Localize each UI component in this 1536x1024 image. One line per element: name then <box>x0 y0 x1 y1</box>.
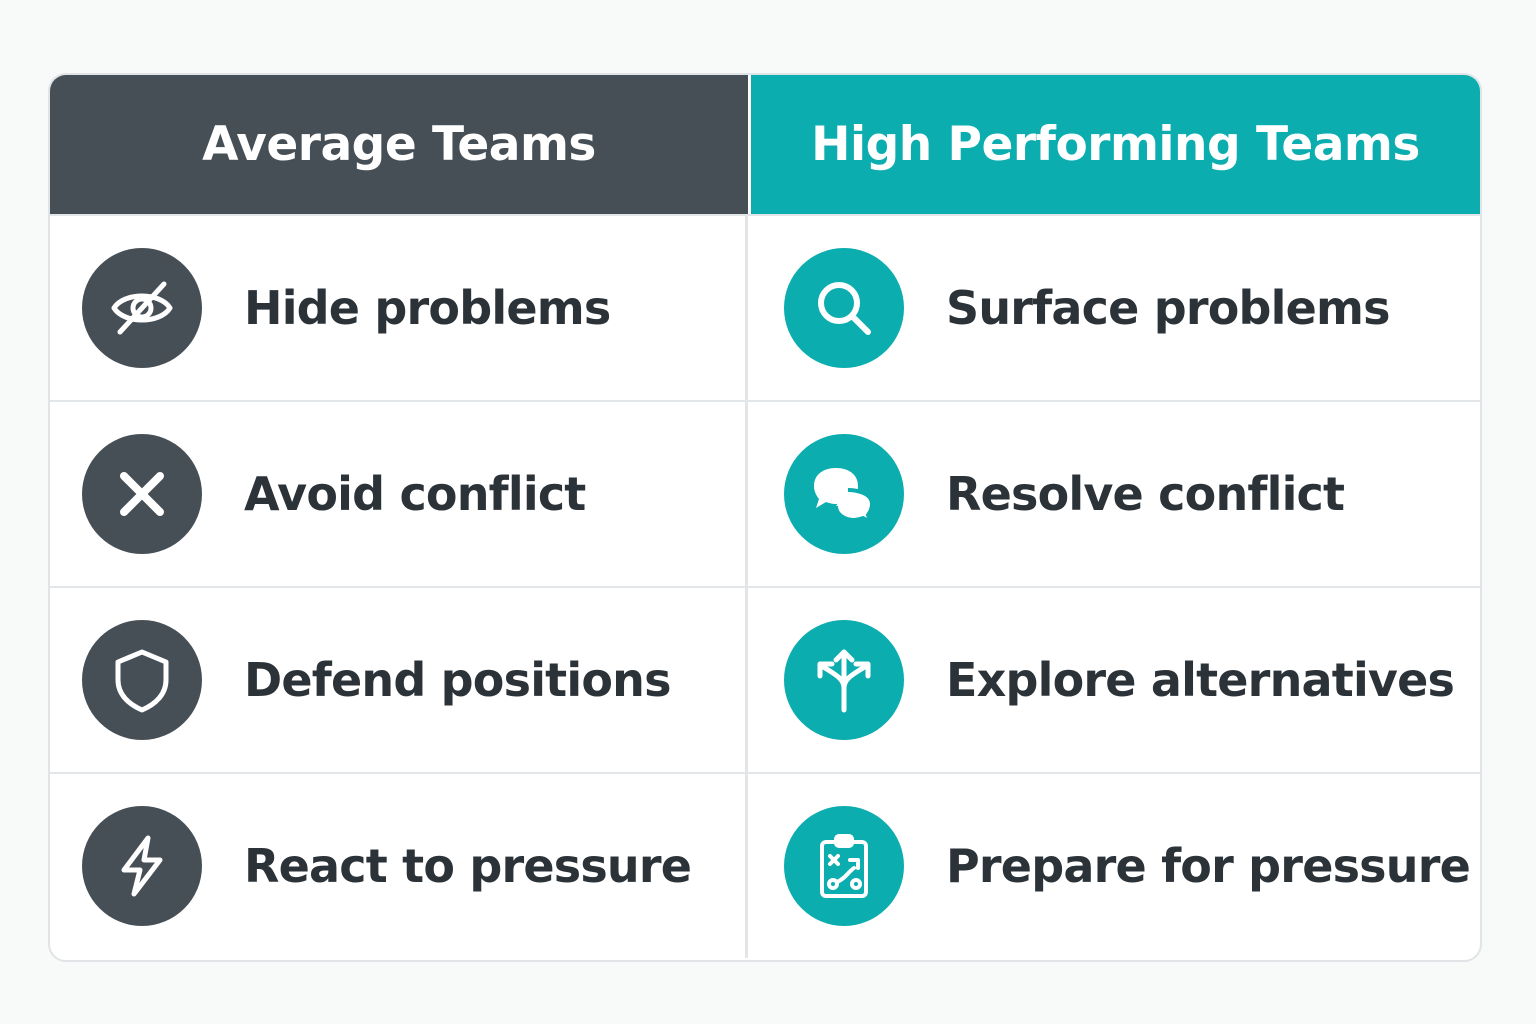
high-label: Explore alternatives <box>946 653 1455 707</box>
average-label: Hide problems <box>244 281 611 335</box>
average-label: Defend positions <box>244 653 671 707</box>
high-cell: Prepare for pressure <box>748 774 1480 958</box>
high-label: Prepare for pressure <box>946 839 1471 893</box>
shield-icon <box>82 620 202 740</box>
clipboard-plan-icon <box>784 806 904 926</box>
eye-slash-icon <box>82 248 202 368</box>
average-cell: Hide problems <box>50 216 748 400</box>
high-label: Resolve conflict <box>946 467 1345 521</box>
high-cell: Surface problems <box>748 216 1480 400</box>
table-row: Avoid conflict Resolve conflict <box>50 400 1480 586</box>
high-cell: Resolve conflict <box>748 402 1480 586</box>
average-cell: Defend positions <box>50 588 748 772</box>
header-row: Average Teams High Performing Teams <box>50 75 1480 214</box>
table-row: React to pressure Prepare for pressure <box>50 772 1480 958</box>
high-cell: Explore alternatives <box>748 588 1480 772</box>
high-performing-teams-header: High Performing Teams <box>751 75 1480 214</box>
chat-bubbles-icon <box>784 434 904 554</box>
lightning-icon <box>82 806 202 926</box>
average-label: React to pressure <box>244 839 692 893</box>
x-icon <box>82 434 202 554</box>
average-cell: React to pressure <box>50 774 748 958</box>
comparison-table: Average Teams High Performing Teams Hide… <box>48 73 1482 962</box>
average-label: Avoid conflict <box>244 467 586 521</box>
branching-arrows-icon <box>784 620 904 740</box>
average-cell: Avoid conflict <box>50 402 748 586</box>
average-teams-header: Average Teams <box>50 75 751 214</box>
magnifier-icon <box>784 248 904 368</box>
high-label: Surface problems <box>946 281 1391 335</box>
table-row: Defend positions Explore alternatives <box>50 586 1480 772</box>
table-row: Hide problems Surface problems <box>50 214 1480 400</box>
